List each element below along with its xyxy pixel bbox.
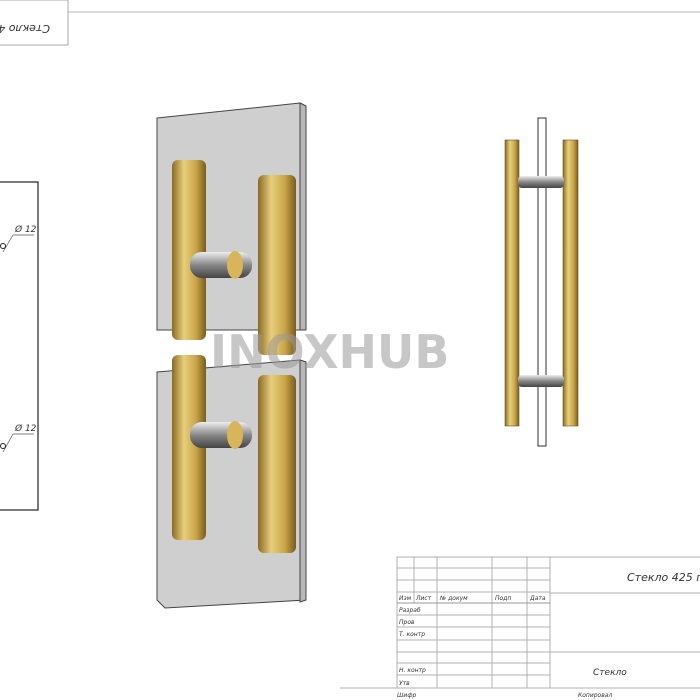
glass-panel-edge	[299, 102, 307, 331]
isometric-view	[156, 102, 307, 609]
watermark: INOXHUB	[210, 325, 449, 379]
handle-bar	[172, 160, 206, 340]
dimension-lower: Ø 12	[0, 423, 37, 453]
detail-view-frame	[0, 181, 39, 511]
handle-bar	[258, 175, 296, 355]
dimension-upper: Ø 12	[0, 224, 37, 253]
row-checked: Пров	[399, 619, 415, 626]
handle-bar	[172, 355, 206, 540]
leader-line	[2, 433, 14, 453]
hole-marker	[0, 243, 6, 249]
standoff-ring	[227, 421, 243, 449]
corner-label: Стекло 42	[0, 22, 50, 35]
material: Стекло	[593, 668, 627, 678]
handle-standoff	[518, 176, 564, 188]
title-block	[340, 556, 700, 689]
footer-copied: Копировал	[578, 692, 612, 699]
header-date: Дата	[529, 595, 546, 602]
hole-marker	[0, 443, 6, 449]
drawing-title: Стекло 425 пр	[627, 571, 700, 584]
corner-label-box	[0, 0, 69, 46]
header-list: Лист	[415, 595, 432, 602]
standoff-ring	[227, 251, 243, 279]
leader-line	[2, 234, 14, 253]
handle-bar	[562, 139, 579, 427]
side-view	[504, 117, 579, 447]
glass-section	[537, 117, 547, 447]
header-sign: Подп	[495, 595, 511, 602]
row-norm-control: Н. контр	[399, 667, 426, 674]
row-tech-control: Т. контр	[399, 631, 425, 638]
footer-code: Шифр	[397, 692, 416, 699]
dimension-label: Ø 12	[14, 224, 37, 235]
glass-panel-edge	[299, 359, 307, 603]
handle-standoff	[518, 375, 564, 387]
dimension-label: Ø 12	[14, 423, 37, 434]
handle-bar	[504, 139, 520, 427]
header-doc: № докум	[439, 595, 468, 602]
row-developed: Разраб	[399, 607, 421, 614]
header-izm: Изм	[399, 595, 412, 602]
handle-bar	[258, 375, 296, 553]
row-approved: Утв	[399, 680, 410, 687]
